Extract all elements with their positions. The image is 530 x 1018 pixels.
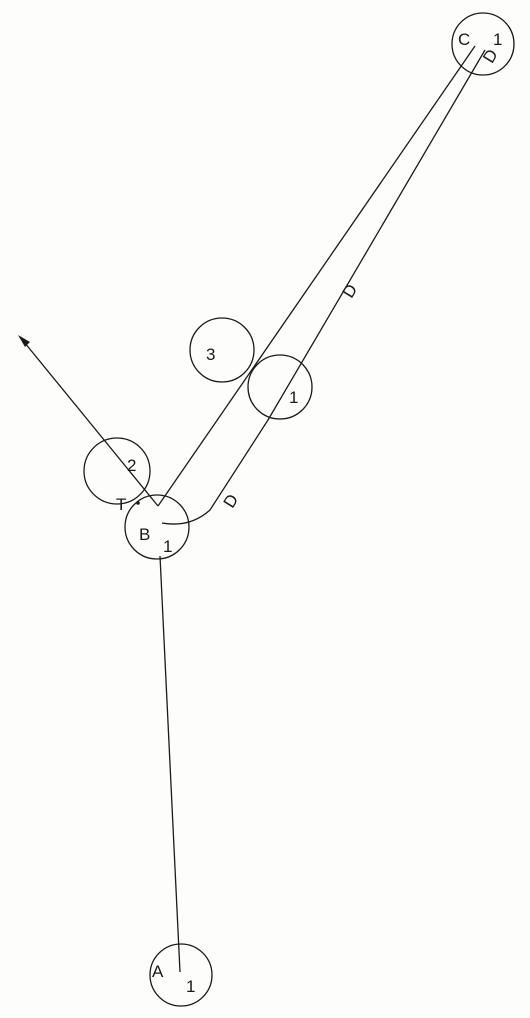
ball-number-mid: 1	[289, 388, 298, 407]
ball-3	[189, 317, 255, 383]
label-point-a: A	[152, 962, 164, 981]
ball-number-a: 1	[186, 977, 195, 996]
ball-c	[451, 12, 515, 76]
path-line-a-to-b	[159, 555, 181, 973]
label-point-c: C	[458, 30, 470, 49]
label-point-t: T	[116, 495, 126, 514]
distance-label-curve: D	[220, 491, 243, 511]
ball-a	[149, 943, 213, 1007]
ball-number-c: 1	[493, 30, 502, 49]
label-point-b: B	[139, 525, 150, 544]
ball-number-3: 3	[206, 345, 215, 364]
distance-label-middle: D	[339, 281, 362, 301]
path-line-b-to-c	[157, 45, 476, 507]
contact-point-t	[136, 501, 140, 505]
ball-2	[83, 437, 151, 505]
arrowhead-icon	[18, 335, 30, 347]
ball-b	[124, 494, 190, 560]
parallel-curved-path	[161, 49, 486, 525]
ball-1-mid	[247, 354, 313, 420]
tangent-line	[19, 336, 159, 507]
ball-number-b: 1	[163, 537, 172, 556]
ball-number-2: 2	[127, 456, 136, 475]
